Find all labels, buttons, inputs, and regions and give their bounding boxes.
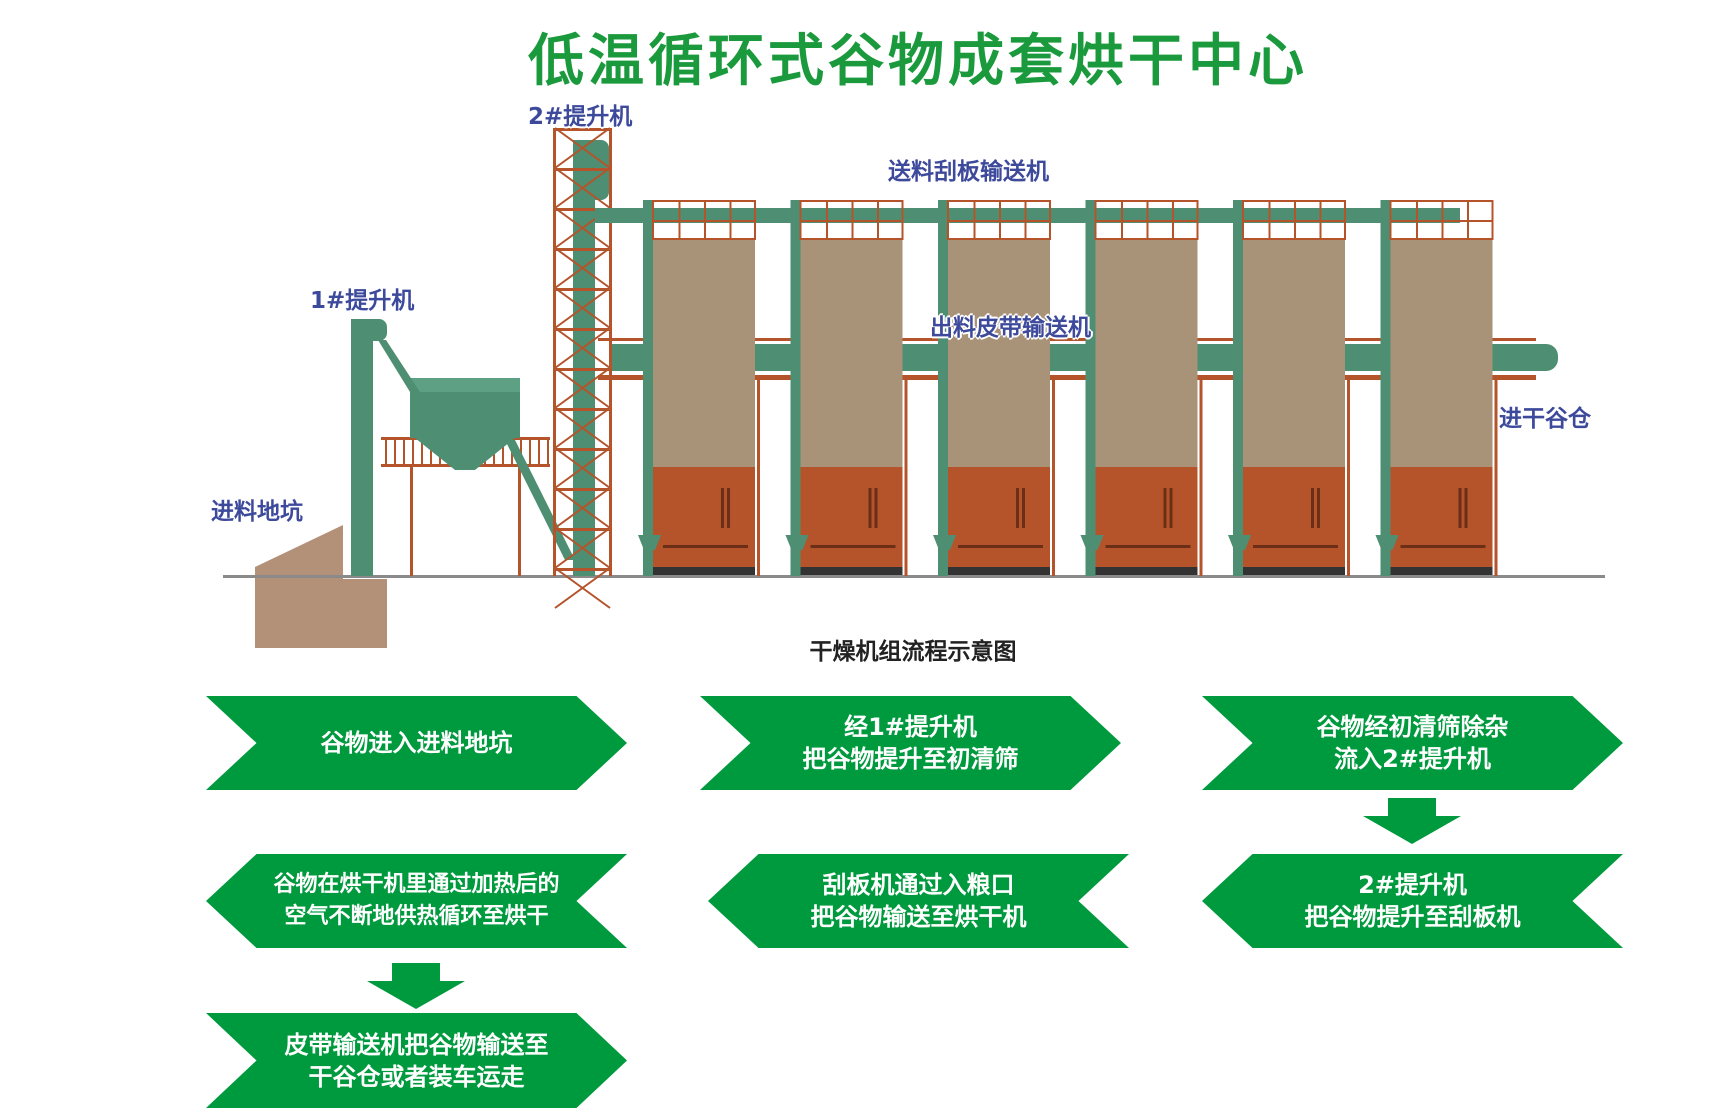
step-3: 谷物经初清筛除杂 流入2#提升机 bbox=[1202, 696, 1623, 790]
dryer-2 bbox=[785, 200, 908, 576]
label-feed-scraper: 送料刮板输送机 bbox=[888, 159, 1049, 185]
label-elevator-2: 2#提升机 bbox=[528, 104, 633, 130]
feed-pit bbox=[255, 525, 387, 648]
step-5-line-2: 把谷物输送至烘干机 bbox=[810, 903, 1027, 931]
elevator-1 bbox=[351, 319, 420, 576]
label-discharge-belt: 出料皮带输送机 bbox=[930, 315, 1091, 341]
dryer-4 bbox=[1080, 200, 1203, 576]
elevator-2 bbox=[553, 127, 612, 609]
label-elevator-1: 1#提升机 bbox=[310, 288, 415, 314]
page-title: 低温循环式谷物成套烘干中心 bbox=[528, 29, 1308, 94]
label-feed-pit: 进料地坑 bbox=[211, 499, 303, 525]
step-2-line-2: 把谷物提升至初清筛 bbox=[802, 745, 1019, 773]
step-5-line-1: 刮板机通过入粮口 bbox=[822, 871, 1015, 899]
step-5: 刮板机通过入粮口 把谷物输送至烘干机 bbox=[708, 854, 1129, 948]
step-7-line-2: 干谷仓或者装车运走 bbox=[308, 1062, 525, 1091]
step-1-line-1: 谷物进入进料地坑 bbox=[320, 729, 513, 757]
dryer-5 bbox=[1228, 200, 1350, 576]
step-6-line-1: 谷物在烘干机里通过加热后的 bbox=[273, 872, 560, 897]
step-2-line-1: 经1#提升机 bbox=[844, 713, 977, 741]
ground-line bbox=[223, 575, 1605, 578]
step-6: 谷物在烘干机里通过加热后的 空气不断地供热循环至烘干 bbox=[206, 854, 627, 948]
step-7-line-1: 皮带输送机把谷物输送至 bbox=[284, 1030, 549, 1059]
step-4-line-1: 2#提升机 bbox=[1358, 871, 1467, 899]
step-3-line-1: 谷物经初清筛除杂 bbox=[1316, 713, 1509, 741]
step-1: 谷物进入进料地坑 bbox=[206, 696, 627, 790]
flowchart-title: 干燥机组流程示意图 bbox=[809, 639, 1017, 665]
label-dry-silo: 进干谷仓 bbox=[1499, 406, 1591, 432]
dryer-1 bbox=[638, 200, 760, 576]
step-4-line-2: 把谷物提升至刮板机 bbox=[1304, 903, 1521, 931]
step-3-line-2: 流入2#提升机 bbox=[1334, 745, 1491, 773]
step-7: 皮带输送机把谷物输送至 干谷仓或者装车运走 bbox=[206, 1013, 627, 1108]
down-arrow-icon bbox=[367, 963, 465, 1009]
down-arrow-icon bbox=[1363, 798, 1461, 844]
pre-cleaner bbox=[381, 378, 575, 576]
step-4: 2#提升机 把谷物提升至刮板机 bbox=[1202, 854, 1623, 948]
step-2: 经1#提升机 把谷物提升至初清筛 bbox=[700, 696, 1121, 790]
step-6-line-2: 空气不断地供热循环至烘干 bbox=[284, 904, 549, 929]
dryer-3 bbox=[933, 200, 1055, 576]
dryer-6 bbox=[1375, 200, 1498, 576]
